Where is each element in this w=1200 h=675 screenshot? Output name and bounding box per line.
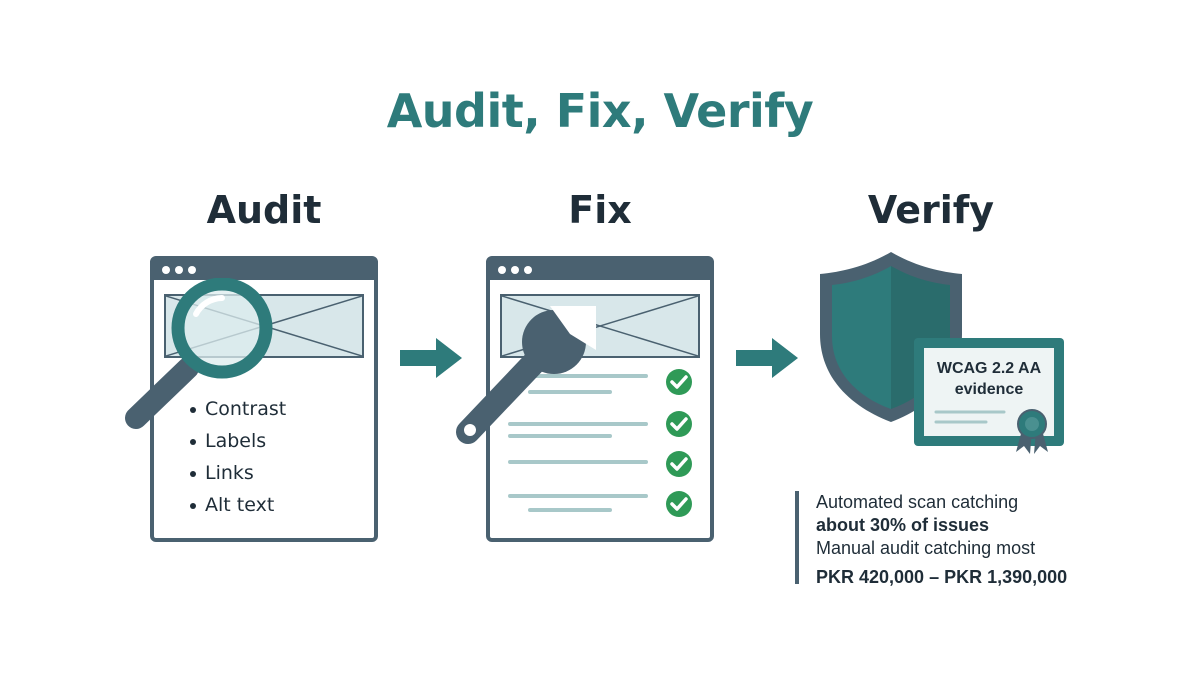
certificate-card: WCAG 2.2 AA evidence [914,338,1064,454]
step-title-fix: Fix [568,188,632,232]
list-item: Contrast [190,396,286,428]
arrow-right-icon [736,338,798,378]
window-title-bar [490,260,710,280]
check-circle-icon [666,451,692,477]
caption-line-3: Manual audit catching most [816,538,1036,558]
magnifying-glass-icon [125,278,273,429]
certificate-line-1: WCAG 2.2 AA [937,360,1042,377]
step-title-verify: Verify [867,188,995,232]
price-range: PKR 420,000 – PKR 1,390,000 [816,567,1068,587]
certificate-line-2: evidence [955,381,1024,398]
window-title-bar [154,260,374,280]
step-title-audit: Audit [206,188,322,232]
arrow-right-icon [400,338,462,378]
badge-ribbon-icon [1016,409,1048,454]
check-circle-icon [666,411,692,437]
caption-line-2: about 30% of issues [816,515,990,535]
list-item: Links [190,460,286,492]
fix-checklist [508,369,692,517]
list-item: Alt text [190,492,286,524]
list-item: Labels [190,428,286,460]
wrench-icon [456,306,596,444]
check-circle-icon [666,369,692,395]
cost-caption: Automated scan catching about 30% of iss… [795,491,1067,587]
page-title: Audit, Fix, Verify [386,84,814,138]
caption-line-1: Automated scan catching [816,492,1019,512]
audit-checklist: Contrast Labels Links Alt text [190,396,286,524]
check-circle-icon [666,491,692,517]
